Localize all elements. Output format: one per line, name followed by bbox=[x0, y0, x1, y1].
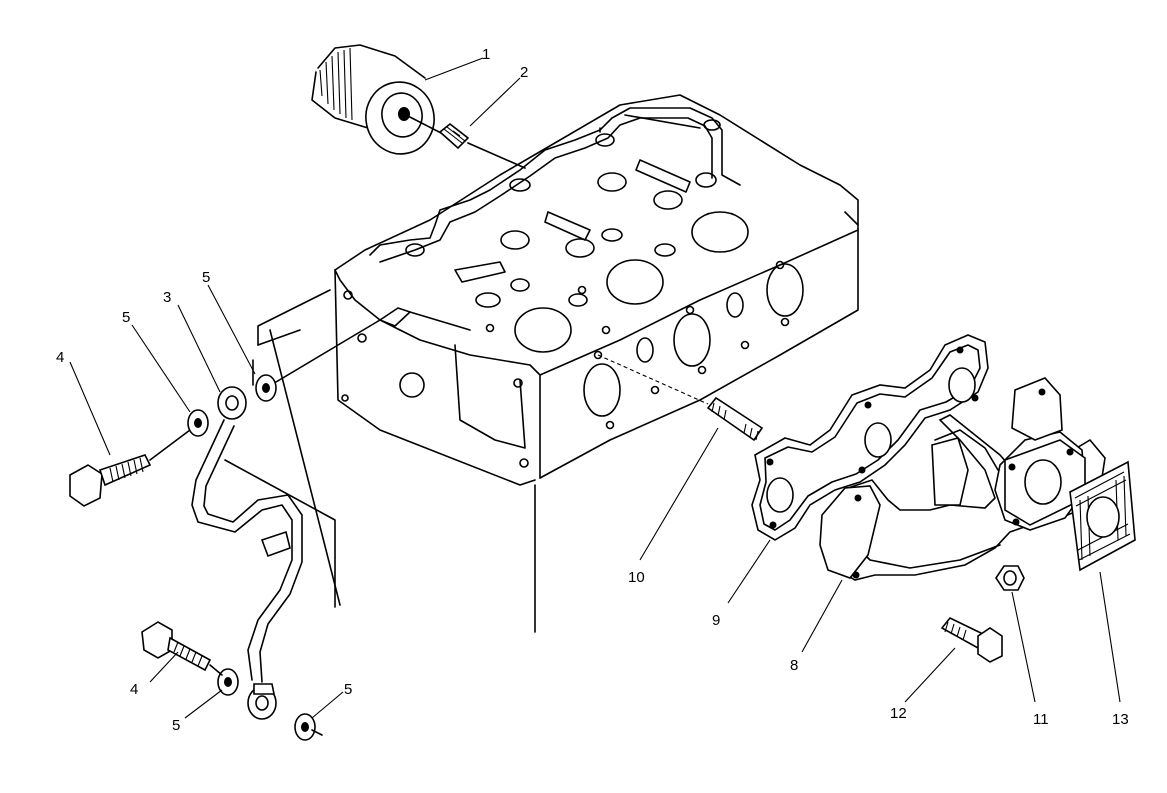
threaded-nipple bbox=[438, 122, 526, 169]
callout-8: 8 bbox=[790, 657, 798, 674]
callout-labels: 1 2 3 4 5 5 4 5 5 10 9 8 12 11 13 bbox=[56, 46, 1129, 734]
flange-nut bbox=[995, 565, 1025, 591]
engine-block-outline bbox=[224, 289, 536, 633]
callout-13: 13 bbox=[1112, 711, 1129, 728]
callout-10: 10 bbox=[628, 569, 645, 586]
callout-4-upper: 4 bbox=[56, 349, 64, 366]
exhaust-manifold bbox=[819, 377, 1106, 581]
cylinder-head bbox=[334, 94, 859, 486]
callout-12: 12 bbox=[890, 705, 907, 722]
callout-2: 2 bbox=[520, 64, 528, 81]
callout-11: 11 bbox=[1033, 711, 1049, 728]
oil-pipe-assembly bbox=[69, 319, 381, 741]
callout-1: 1 bbox=[482, 46, 490, 63]
callout-9: 9 bbox=[712, 612, 720, 629]
callout-4-lower: 4 bbox=[130, 681, 138, 698]
callout-5-lower-left: 5 bbox=[172, 717, 180, 734]
callout-5-upper: 5 bbox=[202, 269, 210, 286]
callout-3: 3 bbox=[163, 289, 171, 306]
exhaust-gasket bbox=[751, 334, 989, 541]
oil-filter bbox=[311, 44, 446, 155]
callout-5-left: 5 bbox=[122, 309, 130, 326]
manifold-bolt bbox=[940, 617, 1003, 663]
outlet-gasket bbox=[1069, 460, 1136, 572]
leader-lines bbox=[69, 57, 1121, 719]
callout-5-lower-right: 5 bbox=[344, 681, 352, 698]
manifold-stud bbox=[597, 354, 764, 442]
